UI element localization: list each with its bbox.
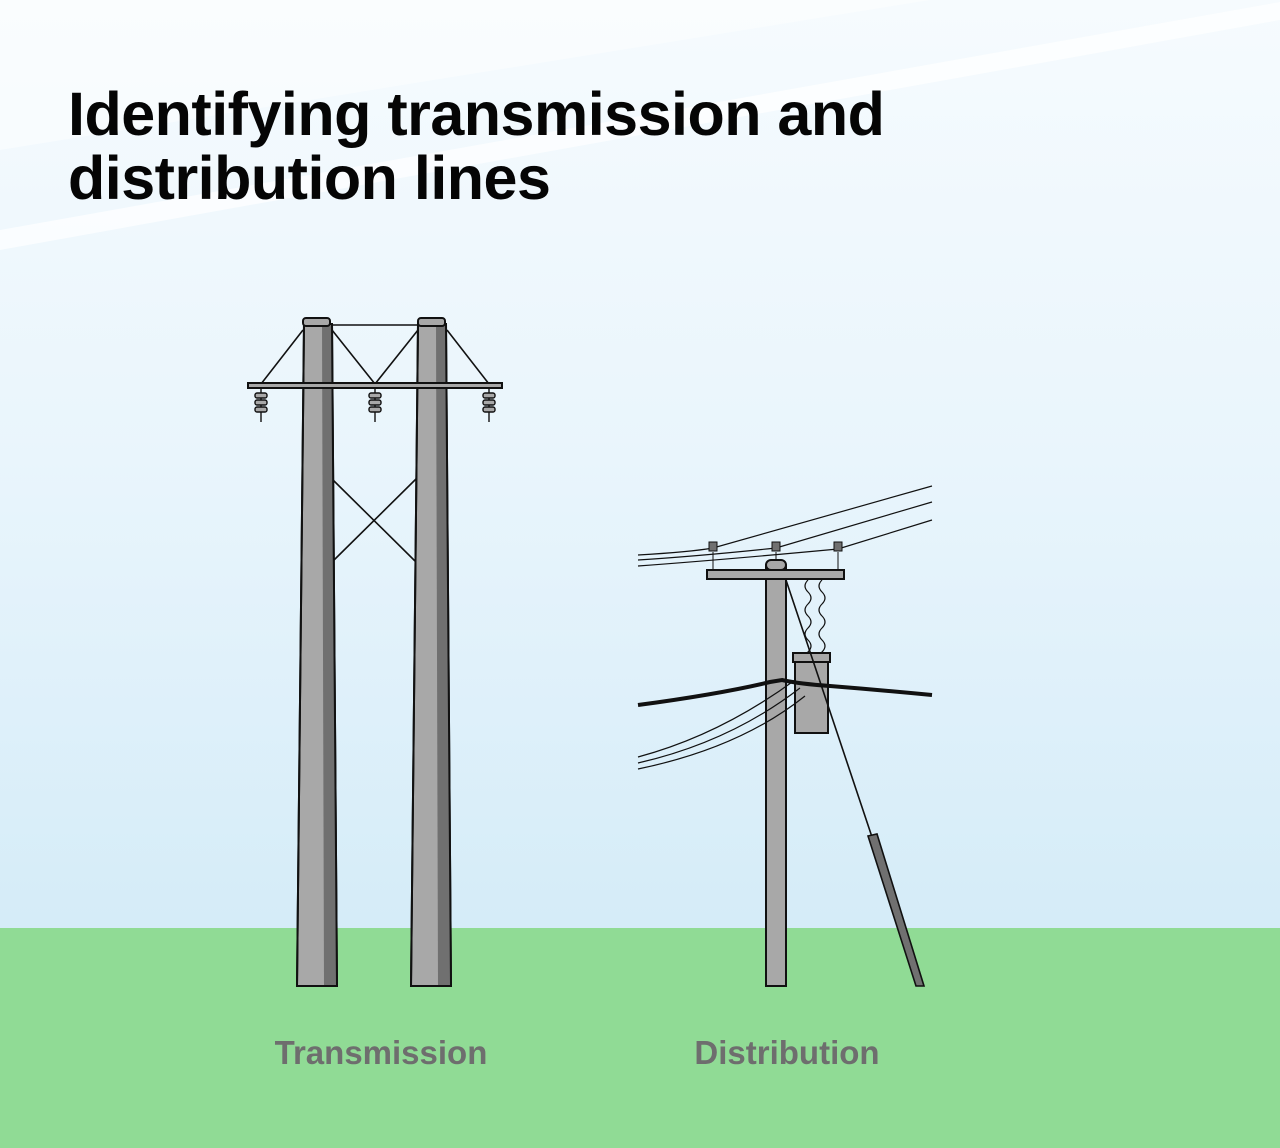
insulator-left (254, 388, 268, 422)
transmission-crossarm (247, 382, 503, 389)
primary-wires (637, 485, 933, 567)
sky-streak (0, 2, 1280, 250)
upper-braces (260, 324, 490, 385)
guy-guard (866, 833, 926, 987)
distribution-pole (765, 559, 787, 987)
distribution-structure (637, 485, 933, 987)
ground (0, 928, 1280, 1148)
transmission-pole-right (409, 317, 453, 987)
transmission-pole-left (295, 317, 339, 987)
distribution-label: Distribution (694, 1034, 880, 1071)
transformer-leads (804, 579, 826, 665)
transmission-label: Transmission (274, 1034, 488, 1071)
page-title: Identifying transmission and distributio… (68, 80, 885, 212)
transmission-structure (247, 317, 503, 987)
x-brace (331, 478, 417, 563)
sky-glare (0, 0, 930, 150)
guy-wire (785, 579, 874, 841)
secondary-cable (637, 677, 933, 707)
service-drops (637, 679, 806, 770)
insulator-center (368, 388, 382, 422)
insulator-right (482, 388, 496, 422)
distribution-crossarm (706, 569, 845, 580)
